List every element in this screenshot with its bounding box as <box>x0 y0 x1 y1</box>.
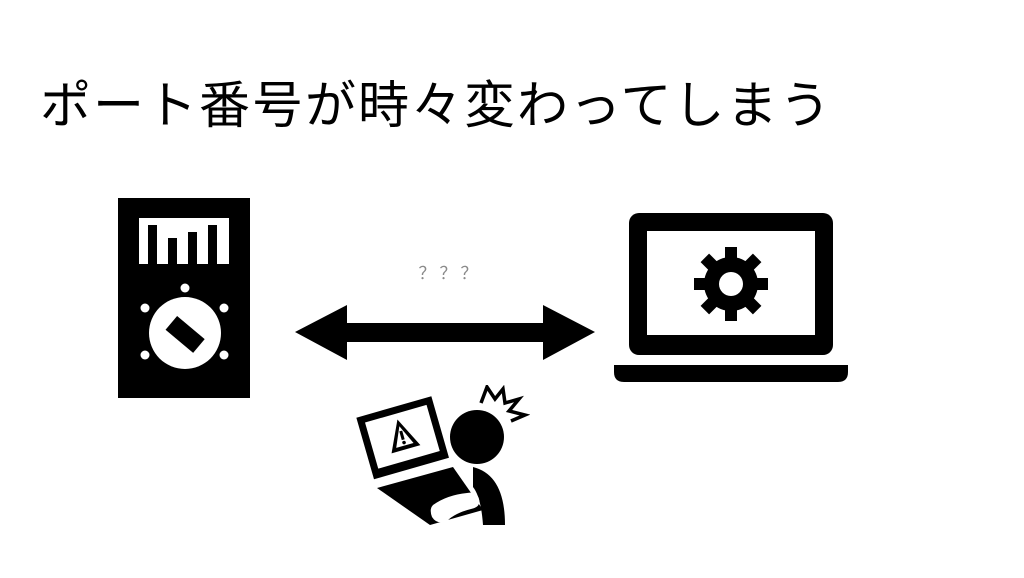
laptop-gear-icon <box>614 213 848 382</box>
gear-icon <box>694 247 768 321</box>
connection-label: ？？？ <box>418 264 482 284</box>
page-title: ポート番号が時々変わってしまう <box>40 77 833 136</box>
frustrated-user-laptop-warning-icon <box>356 385 530 525</box>
bidirectional-arrow-icon <box>295 305 595 360</box>
multimeter-icon <box>118 198 250 398</box>
